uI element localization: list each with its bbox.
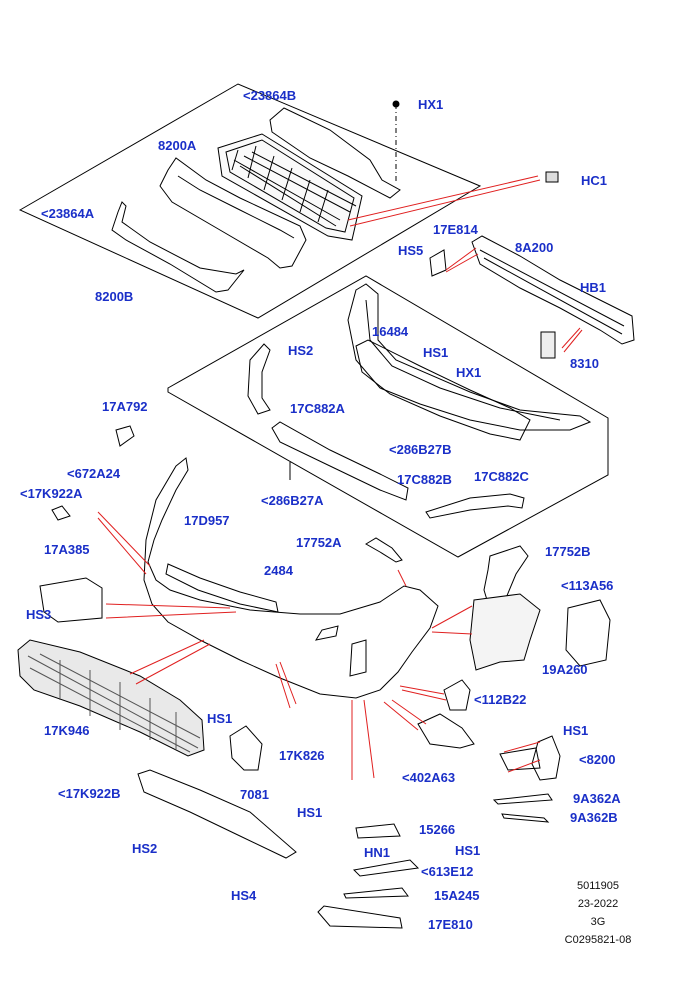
sensor-part [540, 331, 556, 359]
callout-HS3[interactable]: HS3 [26, 607, 52, 622]
callout-HS1-c[interactable]: HS1 [297, 805, 323, 820]
callout-17E814[interactable]: 17E814 [433, 222, 478, 237]
callout-8200[interactable]: <8200 [579, 752, 616, 767]
reference-line-2: 23-2022 [577, 898, 619, 910]
callout-17C882C[interactable]: 17C882C [474, 469, 529, 484]
callout-17K922B[interactable]: <17K922B [58, 786, 121, 801]
callout-17A792[interactable]: 17A792 [102, 399, 148, 414]
callout-286B27A[interactable]: <286B27A [261, 493, 324, 508]
callout-16484[interactable]: 16484 [372, 324, 409, 339]
callout-17E810[interactable]: 17E810 [428, 917, 473, 932]
callout-8A200[interactable]: 8A200 [515, 240, 554, 255]
upper-grille-trim-part [269, 107, 401, 199]
callout-HS2-mid[interactable]: HS2 [288, 343, 314, 358]
callout-8200B[interactable]: 8200B [95, 289, 134, 304]
callout-19A260[interactable]: 19A260 [542, 662, 588, 677]
callout-613E12[interactable]: <613E12 [421, 864, 474, 879]
callout-HS1-b[interactable]: HS1 [563, 723, 589, 738]
callout-8200A[interactable]: 8200A [158, 138, 197, 153]
callout-15266[interactable]: 15266 [419, 822, 456, 837]
callout-23864A[interactable]: <23864A [41, 206, 95, 221]
callout-17752B[interactable]: 17752B [545, 544, 591, 559]
callout-113A56[interactable]: <113A56 [561, 578, 614, 593]
bumper-cover-part [143, 457, 439, 699]
lower-grille-surround-part [111, 201, 245, 293]
callout-HN1[interactable]: HN1 [364, 845, 391, 860]
callout-9A362A[interactable]: 9A362A [573, 791, 621, 806]
callout-17D957[interactable]: 17D957 [184, 513, 230, 528]
callout-HS5[interactable]: HS5 [398, 243, 424, 258]
callout-HS2-low[interactable]: HS2 [132, 841, 158, 856]
lower-trim-strip-part [271, 421, 409, 501]
callout-HB1[interactable]: HB1 [580, 280, 607, 295]
plate-bracket-part [39, 577, 103, 623]
callout-17A385[interactable]: 17A385 [44, 542, 90, 557]
callout-HX1-top[interactable]: HX1 [418, 97, 444, 112]
callout-402A63[interactable]: <402A63 [402, 770, 456, 785]
callout-HS1-d[interactable]: HS1 [455, 843, 481, 858]
callout-HS1-a[interactable]: HS1 [207, 711, 233, 726]
callout-8310[interactable]: 8310 [570, 356, 599, 371]
reference-line-3: 3G [590, 916, 606, 928]
callout-17752A[interactable]: 17752A [296, 535, 342, 550]
callout-112B22[interactable]: <112B22 [474, 692, 527, 707]
callout-672A24[interactable]: <672A24 [67, 466, 121, 481]
undertray-part [137, 769, 297, 859]
reference-line-1: 5011905 [576, 880, 619, 892]
callout-286B27B[interactable]: <286B27B [389, 442, 452, 457]
callout-23864B[interactable]: <23864B [243, 88, 297, 103]
callout-2484[interactable]: 2484 [264, 563, 293, 578]
callout-HC1[interactable]: HC1 [581, 173, 608, 188]
callout-9A362B[interactable]: 9A362B [570, 810, 618, 825]
side-bracket-part [247, 343, 271, 415]
front-grille-part [217, 133, 363, 241]
callout-HX1-mid[interactable]: HX1 [456, 365, 482, 380]
lower-lip-trim-part [317, 905, 403, 929]
callout-HS4[interactable]: HS4 [231, 888, 257, 903]
bumper-upper-support-part [347, 283, 592, 431]
grille-frame-part [159, 157, 307, 269]
lower-mesh-grille-part [17, 639, 205, 757]
callout-17C882A[interactable]: 17C882A [290, 401, 345, 416]
reference-line-4: C0295821-08 [564, 934, 632, 946]
callout-7081[interactable]: 7081 [240, 787, 269, 802]
callout-HS1-mid[interactable]: HS1 [423, 345, 449, 360]
callout-17C882B[interactable]: 17C882B [397, 472, 452, 487]
callout-17K946[interactable]: 17K946 [44, 723, 90, 738]
leader-lines [97, 175, 583, 780]
trim-kit-outline [167, 275, 609, 558]
callout-17K826[interactable]: 17K826 [279, 748, 325, 763]
bumper-beam-part [471, 235, 635, 345]
callout-15A245[interactable]: 15A245 [434, 888, 480, 903]
callout-17K922A[interactable]: <17K922A [20, 486, 83, 501]
grille-kit-outline [18, 83, 482, 319]
